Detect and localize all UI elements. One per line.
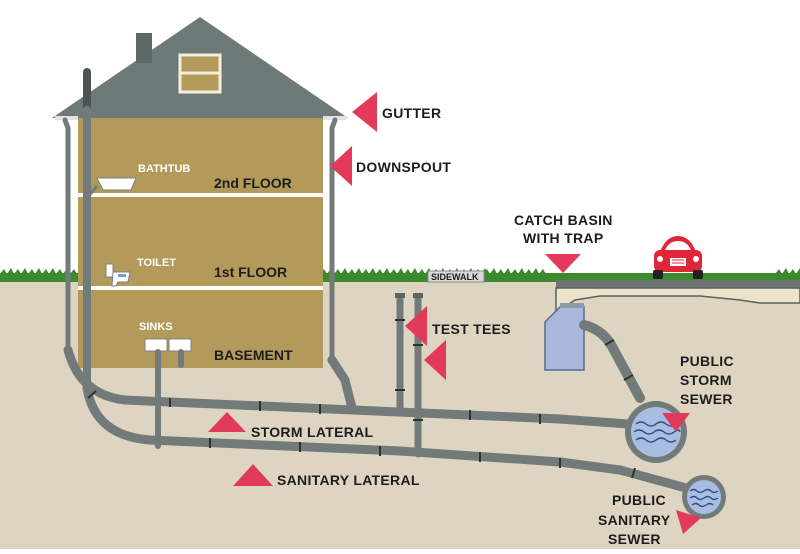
house-basement-wall [78,288,323,368]
public-storm-label-line1: PUBLIC [680,353,734,369]
road-surface [556,280,800,288]
house-upper-wall [78,115,323,288]
public-storm-label-line3: SEWER [680,391,733,407]
sanitary-lateral-arrow [233,464,273,486]
car-icon [653,236,703,279]
bathtub-label: BATHTUB [138,163,190,175]
test-tees-label: TEST TEES [432,321,511,337]
floor-label-2nd: 2nd FLOOR [214,175,292,191]
catch-basin-grate [560,303,584,308]
catch-basin-outlet [579,320,645,403]
sanitary-lateral-label: SANITARY LATERAL [277,472,420,488]
grass-tufts-right [483,268,556,274]
storm-lateral-arrow [208,412,246,432]
public-sanitary-label-line3: SEWER [608,531,661,547]
floor-label-1st: 1st FLOOR [214,264,287,280]
gutter-arrow [352,92,377,132]
sidewalk-label: SIDEWALK [431,272,479,282]
catch-basin [544,306,585,371]
downspout-right [329,117,338,363]
downspout-arrow [330,146,352,186]
pipe-joints [87,319,636,479]
public-sanitary-label-line2: SANITARY [598,512,671,528]
gutter-label: GUTTER [382,105,441,121]
house [52,17,348,368]
storm-lateral-label: STORM LATERAL [251,424,374,440]
sidewalk [427,270,485,283]
storm-sewer-arrow [662,413,690,432]
catch-basin-label-line2: WITH TRAP [523,230,603,246]
grass-tufts-far-right [775,268,800,274]
grass-strip [0,273,800,282]
public-sanitary-label-line1: PUBLIC [612,492,666,508]
downspout-left [62,117,71,353]
test-tee-arrow-2 [424,340,446,380]
downspout-connector [327,355,357,413]
downspout-label: DOWNSPOUT [356,159,451,175]
test-tee-arrow-1 [405,306,427,346]
public-storm-label-line2: STORM [680,372,732,388]
storm-lateral-pipe [63,345,633,429]
public-sanitary-sewer [682,475,726,519]
toilet-label: TOILET [137,257,176,269]
sanitary-sewer-arrow [676,510,701,534]
public-storm-sewer [625,401,687,463]
catch-basin-label-line1: CATCH BASIN [514,212,613,228]
bathtub-icon [85,177,137,199]
floor-label-basement: BASEMENT [214,347,293,363]
catch-basin-arrow [545,254,581,273]
sanitary-lateral-pipe [82,383,691,493]
sinks-label: SINKS [139,321,173,333]
toilet-icon [105,263,131,287]
chimney [136,33,152,63]
